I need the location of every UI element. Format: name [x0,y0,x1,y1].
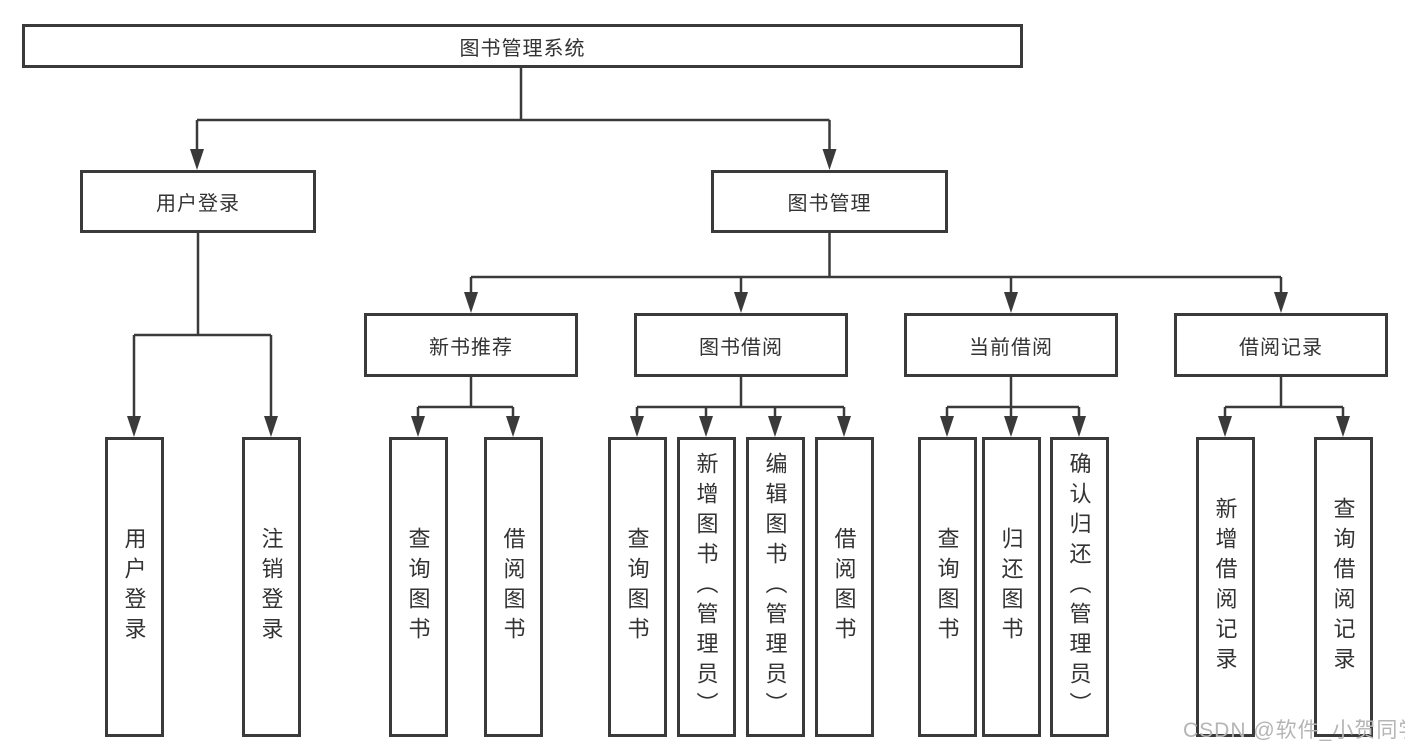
node-user-login: 用户登录 [80,170,316,233]
leaf-borrow-books-recommend: 借阅图书 [483,437,543,737]
leaf-return-books: 归还图书 [981,437,1041,737]
node-book-management: 图书管理 [711,170,948,233]
leaf-logout: 注销登录 [241,437,301,737]
leaf-borrow-books-borrowing: 借阅图书 [814,437,874,737]
leaf-query-borrow-record: 查询借阅记录 [1313,437,1373,737]
node-new-book-recommend: 新书推荐 [364,313,578,377]
leaf-add-book-admin: 新增图书（管理员） [676,437,736,737]
leaf-query-books-current: 查询图书 [917,437,977,737]
leaf-query-books-recommend: 查询图书 [388,437,448,737]
leaf-confirm-return-admin: 确认归还（管理员） [1049,437,1109,737]
leaf-query-books-borrowing: 查询图书 [607,437,667,737]
node-book-borrowing: 图书借阅 [634,313,848,377]
node-current-borrowing: 当前借阅 [904,313,1118,377]
csdn-watermark: CSDN @软件_小贺同学 [1183,719,1405,742]
node-borrowing-records: 借阅记录 [1174,313,1388,377]
leaf-add-borrow-record: 新增借阅记录 [1195,437,1255,737]
leaf-user-login: 用户登录 [104,437,164,737]
node-library-management-system: 图书管理系统 [22,24,1023,68]
leaf-edit-book-admin: 编辑图书（管理员） [745,437,805,737]
